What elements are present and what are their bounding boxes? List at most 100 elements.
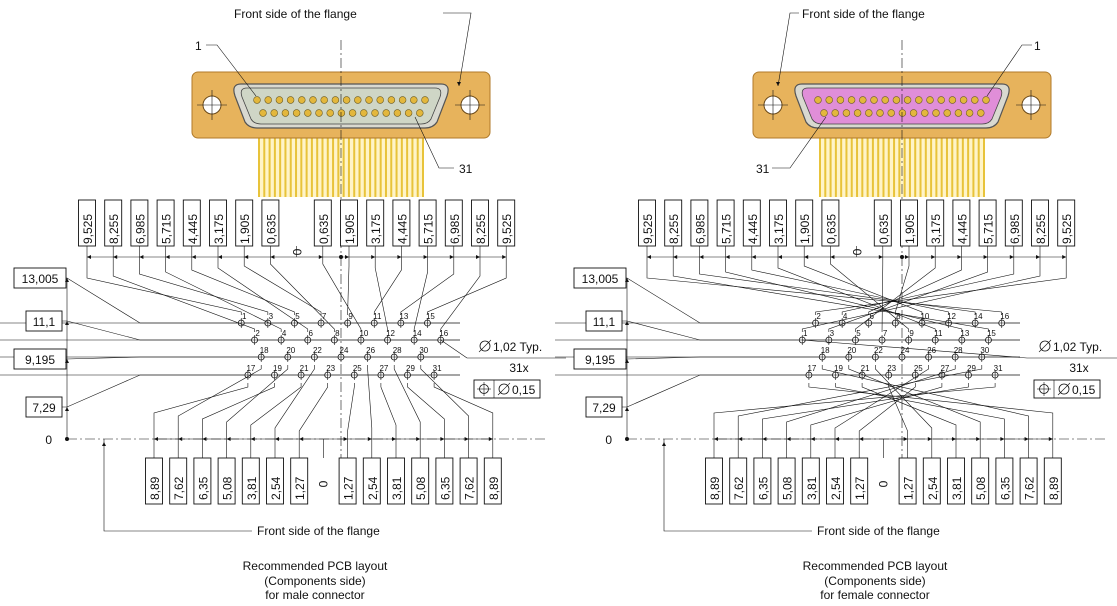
contact [898, 109, 907, 117]
pin-number: 28 [954, 346, 963, 355]
leader-line [347, 383, 355, 439]
arrowhead [1000, 437, 1005, 441]
pin-number: 18 [260, 346, 269, 355]
pcb-pin [961, 136, 964, 197]
female-view: Front side of the flange1311614121086421… [555, 7, 1117, 602]
leader-line [777, 257, 936, 332]
x-dimension-label: 1,27 [293, 476, 307, 500]
leader-line [830, 257, 909, 332]
pin-number: 5 [295, 312, 300, 321]
contact [382, 109, 390, 117]
x-dimension-label: 0 [316, 480, 330, 487]
x-dimension-label: 2,54 [926, 476, 940, 500]
pcb-pin [893, 136, 896, 197]
leader-line [274, 365, 315, 439]
contact [959, 96, 968, 104]
pcb-pin [337, 136, 340, 197]
contact [270, 109, 278, 117]
pin-number: 8 [896, 312, 901, 321]
callout-31: 31 [459, 162, 473, 176]
callout-1: 1 [195, 39, 202, 53]
contact [937, 96, 945, 104]
dimension-box [995, 457, 1014, 505]
leader-line [440, 339, 468, 359]
pcb-pin [400, 136, 403, 197]
dimension-box [705, 457, 723, 505]
hole-count: 31x [1069, 361, 1088, 375]
diameter-icon-slash [497, 382, 511, 396]
arrowhead [830, 255, 835, 259]
pin-number: 17 [246, 364, 255, 373]
contact [903, 96, 912, 104]
x-dimension-label: 4,445 [395, 214, 409, 244]
pcb-pin [956, 136, 959, 197]
dimension-box [241, 457, 260, 505]
x-dimension-label: 8,89 [1047, 476, 1061, 500]
pin-number: 31 [433, 364, 442, 373]
contact [365, 96, 373, 104]
dimension-box [387, 457, 405, 505]
contact [948, 96, 957, 104]
contact [965, 109, 974, 117]
leader-line [298, 383, 329, 439]
leader-line [881, 257, 884, 332]
leader-line [986, 44, 1032, 97]
leader-line [440, 257, 481, 332]
pcb-pin [945, 136, 948, 197]
arrowhead [113, 255, 118, 259]
arrowhead [423, 255, 428, 259]
leader-line [427, 257, 507, 315]
arrowhead [625, 359, 629, 363]
dimension-box [850, 457, 869, 505]
leader-line [62, 320, 460, 341]
pin-number: 20 [286, 346, 295, 355]
x-dimension-label: 8,255 [107, 214, 121, 244]
pin-number: 15 [987, 329, 996, 338]
arrowhead [275, 437, 279, 441]
arrowhead [202, 437, 207, 441]
pcb-pin [824, 136, 827, 197]
x-dimension-label: 5,715 [422, 214, 436, 244]
contact [309, 96, 317, 104]
x-dimension-label: 8,255 [1034, 214, 1048, 244]
pin-number: 16 [439, 329, 448, 338]
x-dimension-label: 9,525 [1060, 214, 1074, 244]
contact [348, 109, 357, 117]
pcb-pin [924, 136, 927, 197]
arrowhead [762, 437, 767, 441]
arrowhead [751, 255, 756, 259]
pin-number: 27 [379, 364, 388, 373]
leader-line [202, 383, 275, 439]
leader-line [713, 383, 996, 439]
contact [259, 109, 267, 117]
arrowhead [647, 255, 651, 259]
arrowhead [502, 255, 507, 259]
leader-line [855, 257, 936, 332]
arrowhead [165, 255, 170, 259]
x-dimension-label: 5,715 [982, 214, 996, 244]
contact [298, 96, 306, 104]
leader-line [777, 12, 799, 87]
pcb-pin [903, 136, 906, 197]
contact [286, 96, 295, 104]
pcb-pin [972, 136, 975, 197]
arrowhead [835, 437, 839, 441]
x-dimension-label: 2,54 [366, 476, 380, 500]
contact [354, 96, 362, 104]
dimension-box [826, 457, 844, 505]
x-dimension-label: 4,445 [955, 214, 969, 244]
arrowhead [191, 255, 196, 259]
x-dimension-label: 6,35 [438, 476, 452, 500]
contact [915, 96, 923, 104]
pcb-pin [850, 136, 853, 197]
contact [831, 109, 839, 117]
y-dimension-label: 0 [605, 433, 612, 447]
x-dimension-label: 3,81 [390, 476, 404, 500]
leader-line [217, 257, 309, 332]
arrowhead [318, 255, 323, 259]
x-dimension-label: 6,985 [693, 214, 707, 244]
pin-number: 26 [366, 346, 375, 355]
y-dimension-label: 0 [45, 433, 52, 447]
